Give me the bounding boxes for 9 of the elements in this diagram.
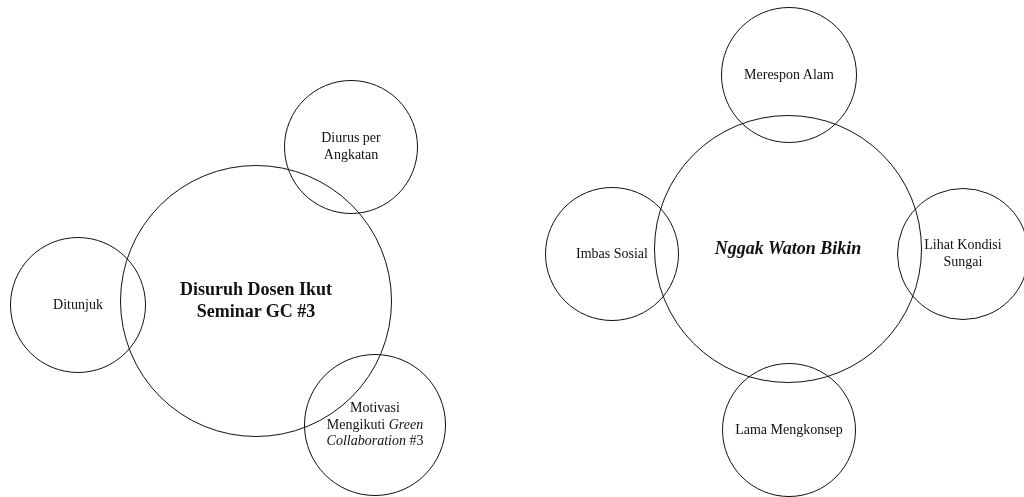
circle-label: Diurus per Angkatan bbox=[320, 130, 382, 164]
circle-label: Merespon Alam bbox=[743, 66, 835, 84]
circle-label: Motivasi Mengikuti Green Collaboration #3 bbox=[325, 399, 425, 451]
circle-label: Ditunjuk bbox=[52, 296, 104, 314]
circle-label: Disuruh Dosen Ikut Seminar GC #3 bbox=[178, 279, 334, 323]
circle-label: Imbas Sosial bbox=[575, 245, 649, 263]
circle-label: Lama Mengkonsep bbox=[734, 421, 844, 439]
circle-label: Lihat Kondisi Sungai bbox=[923, 237, 1003, 271]
circle-label: Nggak Waton Bikin bbox=[713, 238, 863, 260]
